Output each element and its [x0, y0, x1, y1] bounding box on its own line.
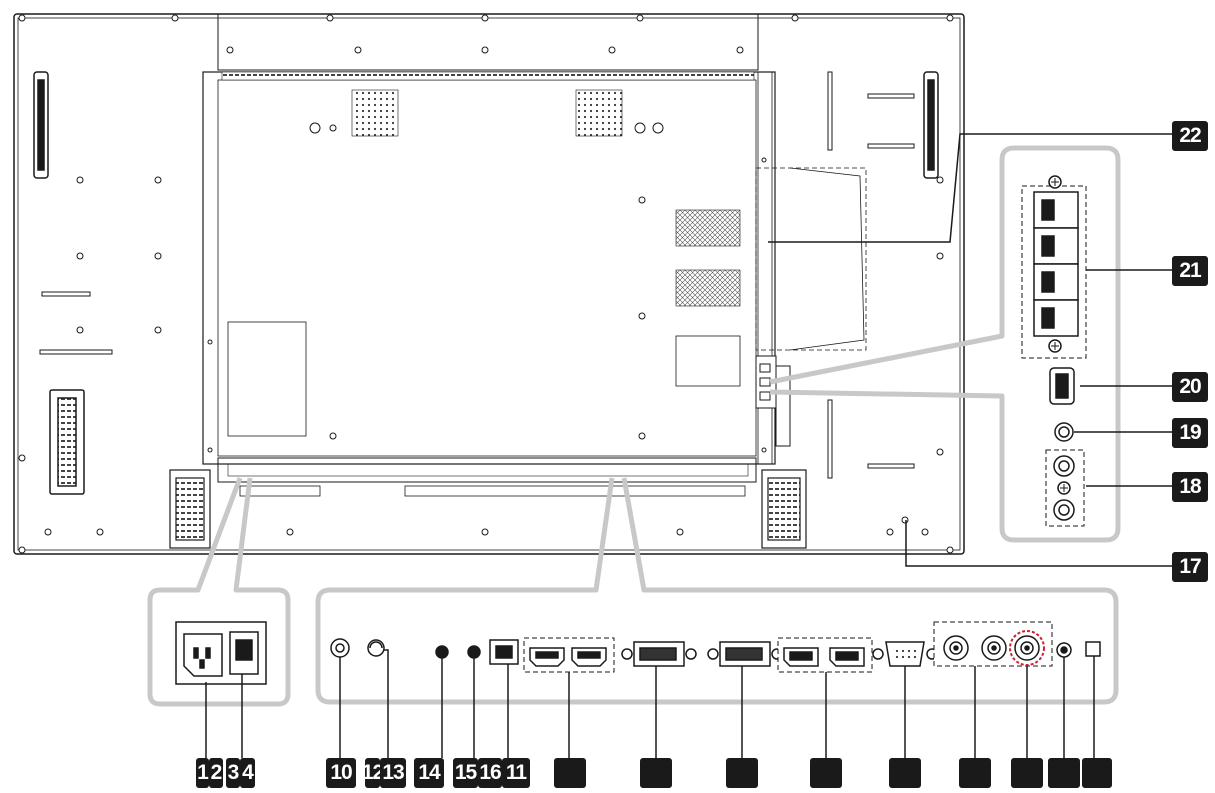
side-slots	[39, 71, 915, 479]
badge-blank-6	[959, 758, 991, 788]
badge-18: 18	[1172, 472, 1208, 502]
mounting-screws	[18, 14, 954, 554]
badge-blank-5	[889, 758, 921, 788]
badge-19: 19	[1172, 418, 1208, 448]
badge-blank-9	[1082, 758, 1112, 788]
badge-blank-4	[810, 758, 842, 788]
power-inlet-and-switch	[175, 621, 267, 685]
badge-11: 11	[502, 758, 530, 788]
badge-12: 12	[365, 758, 380, 788]
badge-3: 3	[226, 758, 240, 788]
badge-blank-1	[554, 758, 586, 788]
side-ports	[1021, 175, 1087, 527]
callout-outlines	[147, 145, 1121, 707]
badge-blank-8	[1048, 758, 1080, 788]
side-port-strip	[755, 355, 791, 447]
badge-4: 4	[240, 758, 255, 788]
bottom-connectors	[330, 621, 1101, 673]
panel-plates	[227, 167, 867, 437]
vent-grilles	[351, 89, 741, 307]
badge-14: 14	[414, 758, 444, 788]
badge-13: 13	[380, 758, 406, 788]
red-highlight-ring	[1009, 630, 1045, 666]
badge-16: 16	[478, 758, 502, 788]
side-handles	[33, 71, 939, 495]
top-vent	[221, 71, 755, 81]
badge-blank-7	[1011, 758, 1043, 788]
badge-20: 20	[1172, 372, 1208, 402]
badge-15: 15	[453, 758, 478, 788]
badge-21: 21	[1172, 256, 1208, 286]
badge-blank-3	[726, 758, 758, 788]
stand-feet	[169, 469, 807, 549]
badge-17: 17	[1172, 552, 1208, 582]
leader-lines	[205, 133, 1174, 758]
badge-10: 10	[326, 758, 356, 788]
badge-2: 2	[209, 758, 223, 788]
badge-blank-2	[640, 758, 672, 788]
badge-22: 22	[1172, 121, 1208, 151]
badge-1: 1	[196, 758, 209, 788]
monitor-rear-panel	[13, 13, 965, 555]
